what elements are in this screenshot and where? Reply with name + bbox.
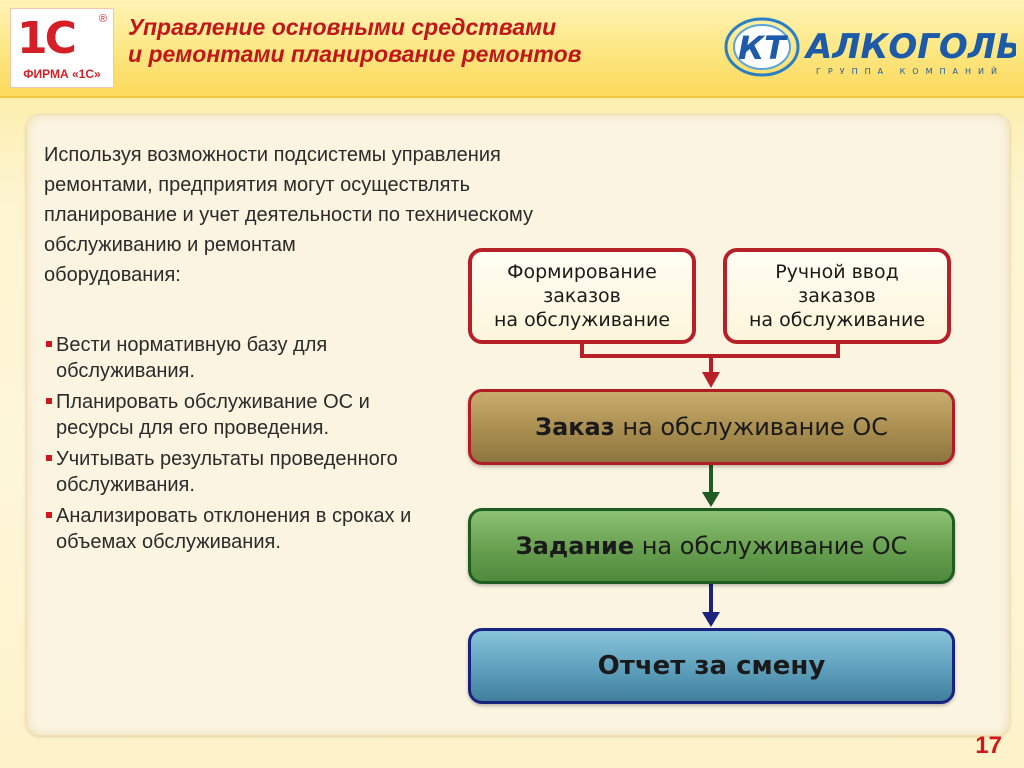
title-line-1: Управление основными средствами bbox=[128, 14, 557, 40]
1c-logo-mark: 1С bbox=[17, 13, 77, 64]
slide-title: Управление основными средствами и ремонт… bbox=[128, 14, 688, 68]
order-bold: Заказ bbox=[535, 413, 615, 441]
bullet-item: Вести нормативную базу для обслуживания. bbox=[46, 332, 426, 384]
task-bold: Задание bbox=[515, 532, 635, 560]
kt-alkogol-logo: КТ АЛКОГОЛЬ ГРУППА КОМПАНИЙ bbox=[724, 17, 1016, 77]
intro-line: Используя возможности подсистемы управле… bbox=[44, 144, 501, 166]
intro-paragraph: Используя возможности подсистемы управле… bbox=[44, 140, 744, 290]
form-orders-box: Формирование заказов на обслуживание bbox=[468, 248, 696, 344]
box-line: на обслуживание bbox=[493, 309, 671, 331]
box-line: Формирование bbox=[507, 261, 657, 283]
intro-line: оборудования: bbox=[44, 264, 181, 286]
registered-mark: ® bbox=[98, 13, 107, 25]
box-line: на обслуживание bbox=[748, 309, 926, 331]
1c-logo-caption: ФИРМА «1С» bbox=[23, 67, 101, 81]
bullet-item: Учитывать результаты проведенного обслуж… bbox=[46, 446, 426, 498]
box-line: заказов bbox=[798, 285, 876, 307]
box-line: Ручной ввод bbox=[775, 261, 899, 283]
intro-line: ремонтами, предприятия могут осуществлят… bbox=[44, 174, 471, 196]
intro-line: планирование и учет деятельности по техн… bbox=[44, 204, 533, 226]
title-line-2: и ремонтами планирование ремонтов bbox=[128, 41, 582, 67]
header-bar: 1С ® ФИРМА «1С» Управление основными сре… bbox=[0, 0, 1024, 98]
order-rest: на обслуживание ОС bbox=[614, 413, 888, 441]
page-number: 17 bbox=[975, 732, 1002, 759]
shift-report-box: Отчет за смену bbox=[468, 628, 955, 704]
bullet-item: Планировать обслуживание ОС и ресурсы дл… bbox=[46, 389, 426, 441]
report-label: Отчет за смену bbox=[597, 651, 826, 681]
task-box: Задание на обслуживание ОС bbox=[468, 508, 955, 584]
order-box: Заказ на обслуживание ОС bbox=[468, 389, 955, 465]
bullet-list: Вести нормативную базу для обслуживания.… bbox=[46, 332, 426, 560]
1c-logo: 1С ® ФИРМА «1С» bbox=[10, 8, 114, 88]
kt-logo-name: АЛКОГОЛЬ bbox=[803, 27, 1016, 67]
intro-line: обслуживанию и ремонтам bbox=[44, 234, 296, 256]
task-rest: на обслуживание ОС bbox=[634, 532, 908, 560]
kt-logo-mark: КТ bbox=[738, 29, 788, 67]
kt-logo-subtitle: ГРУППА КОМПАНИЙ bbox=[816, 65, 1004, 76]
box-line: заказов bbox=[543, 285, 621, 307]
manual-orders-box: Ручной ввод заказов на обслуживание bbox=[723, 248, 951, 344]
bullet-item: Анализировать отклонения в сроках и объе… bbox=[46, 503, 426, 555]
